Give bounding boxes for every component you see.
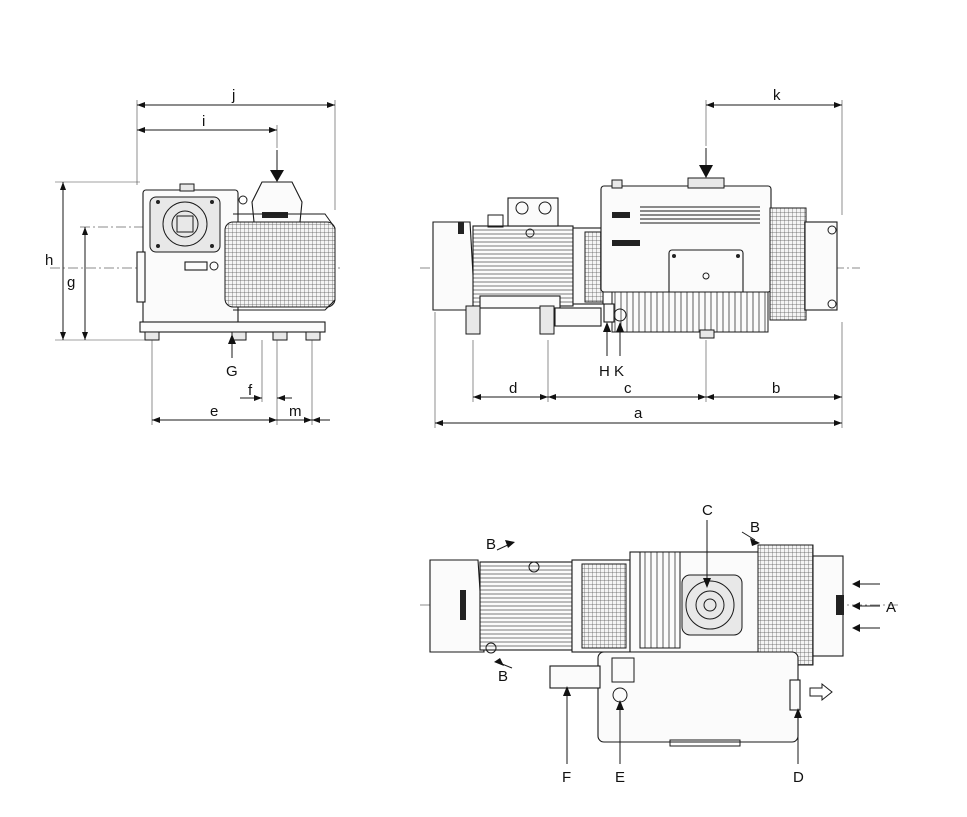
- dim-label-i: i: [202, 113, 205, 130]
- conn-label-D: D: [793, 769, 804, 786]
- connection-labels: G H K C B B B A F E D: [226, 363, 896, 786]
- end-view-dimensions: [55, 100, 336, 425]
- conn-label-F: F: [562, 769, 571, 786]
- conn-label-E: E: [615, 769, 625, 786]
- end-view: [50, 150, 340, 358]
- dim-label-a: a: [634, 405, 643, 422]
- dim-label-g: g: [67, 274, 75, 291]
- conn-label-K: K: [614, 363, 624, 380]
- top-view: [420, 520, 900, 764]
- conn-label-B-top: B: [486, 536, 496, 553]
- dim-label-j: j: [231, 87, 235, 104]
- dim-label-d: d: [509, 380, 517, 397]
- dim-label-k: k: [773, 87, 781, 104]
- conn-label-H: H: [599, 363, 610, 380]
- conn-label-G: G: [226, 363, 238, 380]
- conn-label-B-bottom: B: [498, 668, 508, 685]
- dim-label-m: m: [289, 403, 302, 420]
- side-view-dimensions: [434, 100, 843, 428]
- dim-label-c: c: [624, 380, 632, 397]
- dimension-labels: j i k h g d c b a f e m: [45, 87, 781, 422]
- conn-label-B-right: B: [750, 519, 760, 536]
- dim-label-e: e: [210, 403, 218, 420]
- dim-label-h: h: [45, 252, 53, 269]
- conn-label-A: A: [886, 599, 896, 616]
- side-view: [420, 148, 860, 356]
- conn-label-C: C: [702, 502, 713, 519]
- dim-label-f: f: [248, 382, 253, 399]
- dim-label-b: b: [772, 380, 780, 397]
